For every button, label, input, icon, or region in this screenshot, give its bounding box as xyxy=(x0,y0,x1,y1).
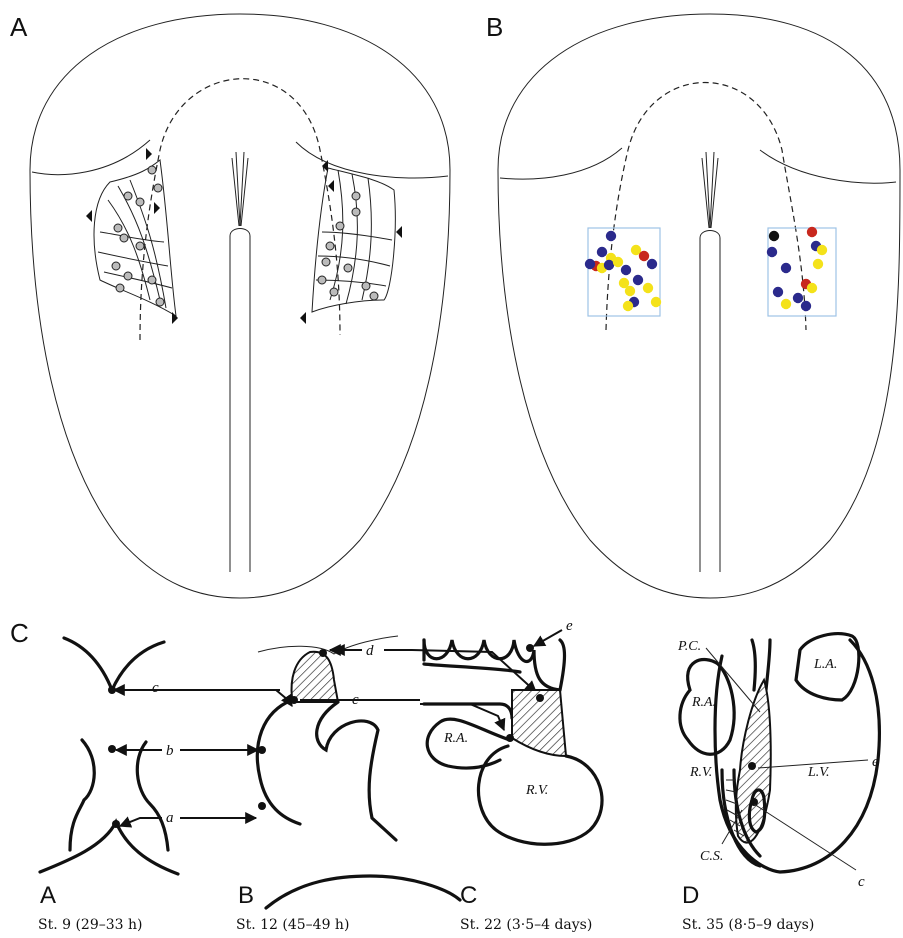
label-a: a xyxy=(166,810,174,826)
cell-dot xyxy=(781,299,791,309)
cell-dot xyxy=(604,260,614,270)
cardiac-crescent-dashed-a xyxy=(140,79,340,340)
head-fold-line-b xyxy=(500,148,896,183)
cell-dots-left xyxy=(585,231,661,311)
cell-dot xyxy=(585,259,595,269)
panel-a: A xyxy=(10,12,450,598)
fate-map-right-a xyxy=(300,160,402,324)
panel-c-letter: C xyxy=(10,618,29,648)
arrow-c-to-b xyxy=(196,690,292,706)
label-d: d xyxy=(366,643,374,659)
leader-c-d xyxy=(754,804,856,870)
label-rv-c: R.V. xyxy=(525,783,548,798)
primitive-streak-b xyxy=(700,152,720,572)
fate-map-left-a xyxy=(86,148,178,324)
substage-c-caption: St. 22 (3·5–4 days) xyxy=(460,917,592,933)
label-pc: P.C. xyxy=(677,639,701,654)
label-rv-d: R.V. xyxy=(689,765,712,780)
label-e-substage-c: e xyxy=(566,618,573,634)
substage-a-caption: St. 9 (29–33 h) xyxy=(38,917,143,933)
cell-dot xyxy=(767,247,777,257)
substage-c-letter: C xyxy=(460,882,477,909)
cell-dot xyxy=(606,231,616,241)
primitive-streak-a xyxy=(230,152,250,572)
substage-d-caption: St. 35 (8·5–9 days) xyxy=(682,917,814,933)
substage-b-caption: St. 12 (45–49 h) xyxy=(236,917,349,933)
substage-d-letter: D xyxy=(682,882,699,909)
cell-dot xyxy=(773,287,783,297)
substage-a-letter: A xyxy=(40,882,56,909)
label-cs: C.S. xyxy=(700,849,723,864)
cell-dot xyxy=(621,265,631,275)
embryo-outline-b xyxy=(498,14,900,598)
cell-dot xyxy=(813,259,823,269)
cell-dot xyxy=(633,275,643,285)
panel-c: C c b a xyxy=(10,618,879,933)
arrow-a-left xyxy=(120,818,162,826)
substage-a-drawing xyxy=(40,638,178,874)
cell-dot xyxy=(625,286,635,296)
label-ra-c: R.A. xyxy=(443,731,468,746)
cell-dot xyxy=(817,245,827,255)
panel-b: B xyxy=(486,12,900,598)
cell-dot xyxy=(623,301,633,311)
cell-dot xyxy=(781,263,791,273)
label-la: L.A. xyxy=(813,657,837,672)
cell-dot xyxy=(793,293,803,303)
arrow-e-substage-c xyxy=(534,630,562,646)
substage-d-drawing xyxy=(680,634,879,872)
substage-b-letter: B xyxy=(238,882,254,909)
cell-dot xyxy=(807,283,817,293)
label-c-substage-b: c xyxy=(352,692,359,708)
label-c-substage-a: c xyxy=(152,680,159,696)
cell-dot xyxy=(807,227,817,237)
label-e-substage-d: e xyxy=(872,754,879,770)
panel-a-letter: A xyxy=(10,12,28,42)
cell-dot xyxy=(647,259,657,269)
cell-dot xyxy=(801,301,811,311)
cell-dot xyxy=(613,257,623,267)
embryo-outline-a xyxy=(30,14,450,598)
cell-dot xyxy=(643,283,653,293)
label-c-substage-d: c xyxy=(858,874,865,890)
arrow-c-substage-c xyxy=(420,704,504,730)
cell-dot xyxy=(651,297,661,307)
cell-dot xyxy=(597,247,607,257)
label-b: b xyxy=(166,743,174,759)
cell-dot xyxy=(639,251,649,261)
panel-b-letter: B xyxy=(486,12,503,42)
cell-dot xyxy=(769,231,779,241)
label-ra-d: R.A. xyxy=(691,695,716,710)
label-lv: L.V. xyxy=(807,765,830,780)
head-fold-line-a xyxy=(32,140,448,178)
substage-b-drawing xyxy=(257,636,460,908)
